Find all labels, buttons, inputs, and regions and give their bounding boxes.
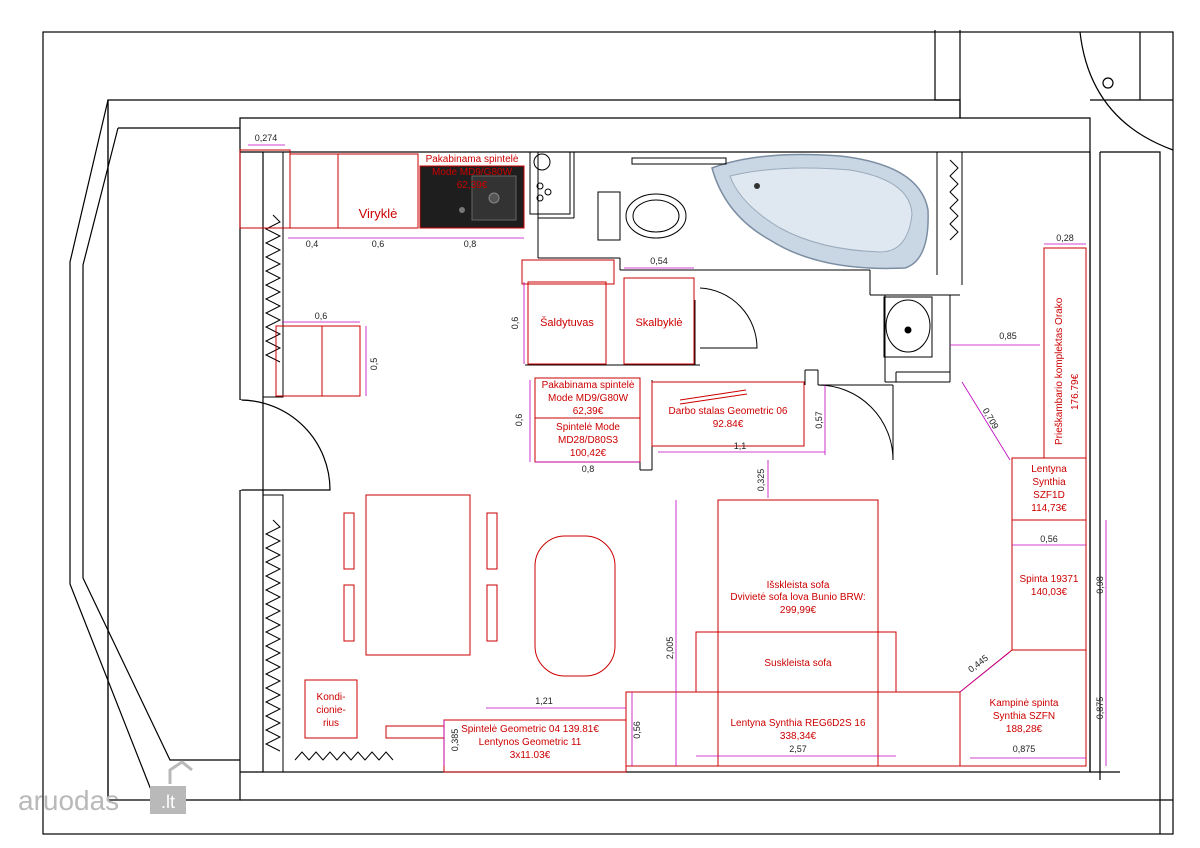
toilet-icon	[597, 191, 687, 241]
svg-text:0,56: 0,56	[1040, 534, 1058, 544]
svg-text:188,28€: 188,28€	[1006, 724, 1043, 735]
svg-text:Dvivietė sofa lova Bunio BRW:: Dvivietė sofa lova Bunio BRW:	[730, 592, 865, 603]
svg-text:0,385: 0,385	[450, 729, 460, 752]
svg-text:0,4: 0,4	[306, 239, 319, 249]
rug-icon	[534, 535, 616, 677]
svg-text:0,8: 0,8	[582, 464, 595, 474]
kitchen: Viryklė Pakabinama spintelė Mode MD9/G80…	[289, 151, 695, 365]
svg-text:2,57: 2,57	[789, 744, 807, 754]
svg-text:299,99€: 299,99€	[780, 605, 817, 616]
dining-table	[365, 494, 471, 656]
window-hatches	[262, 151, 959, 773]
washer	[623, 277, 695, 365]
cabinets: Pakabinama spintelė Mode MD9/G80W 62,39€…	[534, 247, 1087, 767]
svg-text:1,21: 1,21	[535, 696, 553, 706]
wall-cabinet-top-label: Pakabinama spintelė	[426, 154, 519, 165]
svg-text:Lentyna Synthia REG6D2S 16: Lentyna Synthia REG6D2S 16	[730, 718, 866, 729]
svg-text:Mode MD9/G80W: Mode MD9/G80W	[432, 167, 513, 178]
svg-text:0,6: 0,6	[372, 239, 385, 249]
svg-text:0,6: 0,6	[510, 317, 520, 330]
svg-text:3x11.03€: 3x11.03€	[510, 750, 551, 761]
svg-text:Mode MD9/G80W: Mode MD9/G80W	[548, 393, 629, 404]
svg-text:Suskleista sofa: Suskleista sofa	[764, 658, 832, 669]
walls	[42, 30, 1174, 835]
stove-label: Viryklė	[359, 206, 398, 221]
svg-text:0,325: 0,325	[756, 469, 766, 492]
fridge-label: Šaldytuvas	[540, 316, 594, 329]
svg-text:Spintelė Mode: Spintelė Mode	[556, 422, 620, 433]
sofa-area: Išskleista sofa Dvivietė sofa lova Bunio…	[304, 499, 961, 773]
svg-text:338,34€: 338,34€	[780, 731, 817, 742]
svg-text:Kampinė spinta: Kampinė spinta	[990, 698, 1059, 709]
sink-basin-icon	[883, 296, 933, 358]
watermark: aruodas .lt	[18, 760, 193, 816]
svg-text:Synthia SZFN: Synthia SZFN	[993, 711, 1055, 722]
svg-text:Lentynos Geometric 11: Lentynos Geometric 11	[479, 737, 582, 748]
boiler-icon	[529, 151, 571, 215]
svg-text:0,6: 0,6	[514, 414, 524, 427]
svg-text:0,274: 0,274	[255, 133, 278, 143]
svg-text:MD28/D80S3: MD28/D80S3	[558, 435, 618, 446]
svg-text:0,56: 0,56	[632, 721, 642, 739]
svg-text:0,57: 0,57	[814, 411, 824, 429]
svg-text:92.84€: 92.84€	[713, 419, 744, 430]
washer-label: Skalbyklė	[635, 317, 682, 329]
dimension-labels: 0,274 0,4 0,6 0,8 0,54 0,6 0,5 0,6 0,6 0…	[255, 133, 1105, 754]
svg-text:62,39€: 62,39€	[457, 180, 488, 191]
svg-text:SZF1D: SZF1D	[1033, 490, 1065, 501]
svg-text:0,875: 0,875	[1013, 744, 1036, 754]
svg-text:Darbo stalas Geometric 06: Darbo stalas Geometric 06	[669, 406, 788, 417]
svg-text:0,8: 0,8	[464, 239, 477, 249]
dimension-lines	[248, 144, 1107, 766]
hallway-set	[1043, 247, 1087, 459]
svg-text:Spintelė Geometric 04 139.81€: Spintelė Geometric 04 139.81€	[461, 724, 599, 735]
svg-text:2,005: 2,005	[665, 637, 675, 660]
svg-text:176.79€: 176.79€	[1070, 373, 1081, 410]
svg-text:cionie-: cionie-	[316, 705, 345, 716]
svg-text:0,5: 0,5	[369, 358, 379, 371]
svg-text:0,98: 0,98	[1095, 576, 1105, 594]
partitions	[525, 152, 963, 471]
svg-text:.lt: .lt	[161, 792, 175, 812]
svg-text:Synthia: Synthia	[1032, 477, 1066, 488]
svg-text:0,85: 0,85	[999, 331, 1017, 341]
svg-text:100,42€: 100,42€	[570, 448, 607, 459]
fridge	[527, 281, 607, 365]
svg-text:Pakabinama spintelė: Pakabinama spintelė	[542, 380, 635, 391]
svg-text:114,73€: 114,73€	[1031, 503, 1067, 514]
svg-text:aruodas: aruodas	[18, 785, 119, 816]
svg-text:62,39€: 62,39€	[573, 406, 604, 417]
svg-text:Prieškambario komplektas Orako: Prieškambario komplektas Orako	[1054, 297, 1065, 445]
svg-text:Spinta 19371: Spinta 19371	[1020, 574, 1079, 585]
bathroom	[597, 153, 933, 358]
desk	[651, 381, 805, 447]
svg-text:1,1: 1,1	[734, 441, 747, 451]
svg-text:0,54: 0,54	[650, 256, 668, 266]
dining	[343, 494, 616, 677]
svg-text:0,28: 0,28	[1056, 233, 1074, 243]
svg-text:0,709: 0,709	[981, 406, 1001, 431]
svg-text:Lentyna: Lentyna	[1031, 464, 1067, 475]
air-conditioner	[304, 679, 358, 739]
svg-text:Kondi-: Kondi-	[317, 692, 346, 703]
svg-text:rius: rius	[323, 718, 339, 729]
svg-text:0,6: 0,6	[315, 311, 328, 321]
svg-text:Išskleista sofa: Išskleista sofa	[767, 580, 830, 591]
svg-text:0,875: 0,875	[1095, 697, 1105, 720]
svg-text:140,03€: 140,03€	[1031, 587, 1068, 598]
